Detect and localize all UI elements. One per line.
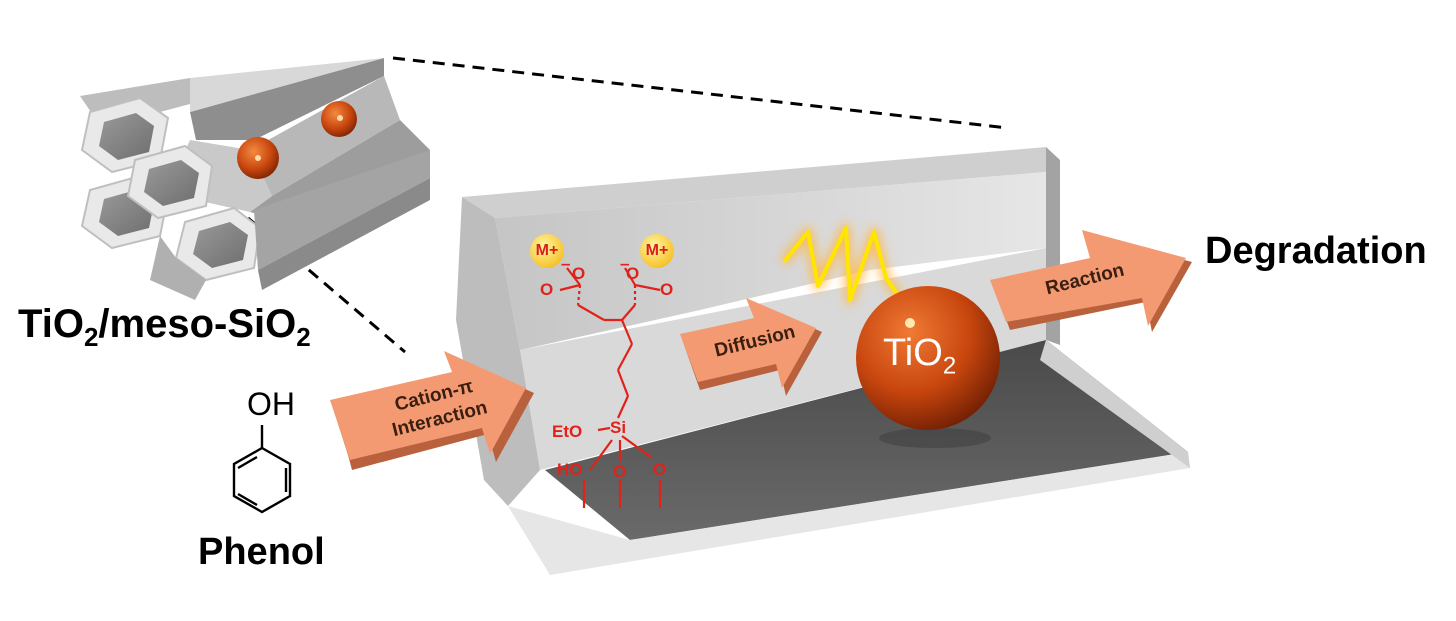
minus-right: –	[620, 254, 630, 273]
arrow-diffusion	[680, 298, 822, 396]
large-channel	[456, 147, 1190, 575]
oxygen-si-middle: O	[613, 462, 627, 481]
silicon-label: Si	[610, 418, 627, 437]
cation-left: M+	[530, 234, 564, 268]
zoom-line-bottom	[247, 216, 406, 354]
oxygen-si-right: O	[653, 460, 667, 479]
material-label: TiO2/meso-SiO2	[18, 302, 311, 352]
arrow-cation-pi	[330, 351, 534, 470]
oxygen-left-side: O	[540, 280, 554, 299]
tio2-sphere	[856, 286, 1000, 448]
hydroxy-label: HO	[557, 460, 583, 479]
cation-right: M+	[640, 234, 674, 268]
oxygen-right-top: O	[626, 264, 640, 283]
phenol-oh-label: OH	[247, 386, 295, 422]
arrow-reaction	[990, 230, 1192, 332]
mesoporous-bundle	[80, 58, 430, 300]
carboxylate-linker-molecule	[559, 267, 662, 508]
phenol-label: Phenol	[198, 531, 325, 573]
phenol-structure	[232, 425, 292, 514]
ethoxy-label: EtO	[552, 422, 583, 441]
zoom-line-top	[392, 56, 1009, 130]
oxygen-left-top: O	[572, 264, 586, 283]
oxygen-right-side: O	[660, 280, 674, 299]
degradation-label: Degradation	[1205, 230, 1427, 272]
tio2-sphere-label: TiO2	[883, 332, 957, 380]
minus-left: –	[561, 254, 571, 273]
